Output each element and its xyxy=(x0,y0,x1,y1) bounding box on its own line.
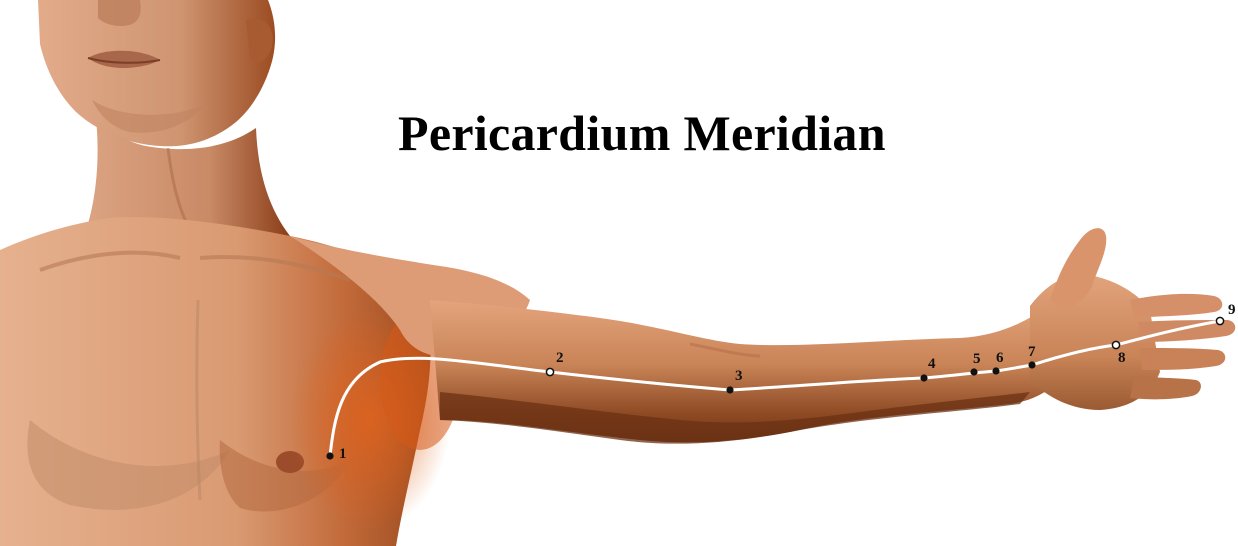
acupoint-8-marker xyxy=(1112,341,1119,348)
acupoint-7-marker xyxy=(1028,361,1035,368)
acupoint-3-marker xyxy=(726,386,733,393)
acupoint-2-marker xyxy=(546,368,553,375)
acupoint-7-label: 7 xyxy=(1028,344,1036,360)
diagram-title: Pericardium Meridian xyxy=(398,104,886,162)
acupoint-1-label: 1 xyxy=(339,446,347,462)
head-figure xyxy=(38,0,275,146)
acupoint-6-marker xyxy=(992,367,999,374)
acupoint-9-label: 9 xyxy=(1228,302,1236,318)
acupoint-2-label: 2 xyxy=(556,350,564,366)
acupoint-4-label: 4 xyxy=(928,356,936,372)
acupoint-4-marker xyxy=(920,374,927,381)
acupoint-5-marker xyxy=(970,368,977,375)
hand-figure xyxy=(1030,228,1235,410)
acupoint-9-marker xyxy=(1216,317,1223,324)
acupoint-1-marker xyxy=(326,452,333,459)
acupoint-5-label: 5 xyxy=(973,351,981,367)
acupoint-3-label: 3 xyxy=(735,368,743,384)
acupoint-8-label: 8 xyxy=(1118,350,1126,366)
acupoint-6-label: 6 xyxy=(996,350,1004,366)
